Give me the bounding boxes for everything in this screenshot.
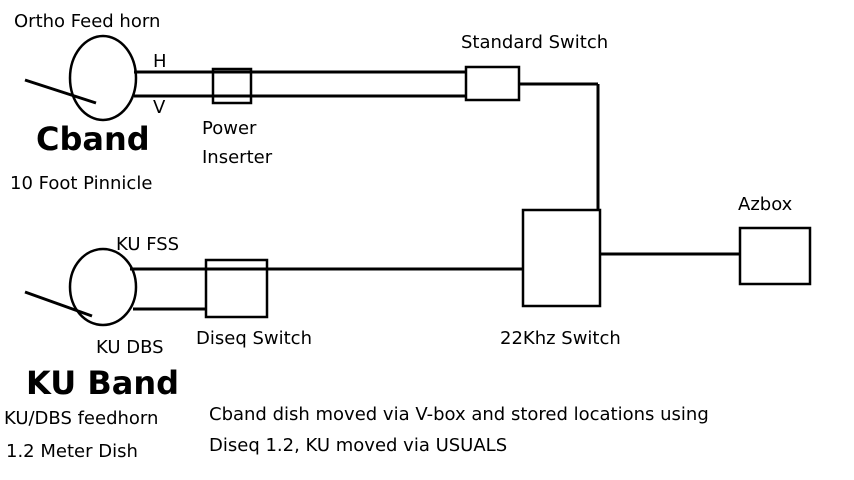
azbox-box <box>738 226 812 286</box>
switch-22khz-box <box>521 208 602 308</box>
switch-22khz-label: 22Khz Switch <box>500 328 621 349</box>
ku-feed-horn <box>68 247 138 327</box>
ten-foot-label: 10 Foot Pinnicle <box>10 173 152 194</box>
h-label: H <box>153 51 167 72</box>
cband-feed-horn <box>68 34 138 122</box>
diseq-switch-box <box>204 258 269 319</box>
ku-dbs-label: KU DBS <box>96 337 164 358</box>
power-inserter-label-2: Inserter <box>202 147 273 168</box>
note-line-1: Cband dish moved via V-box and stored lo… <box>209 404 709 425</box>
dish-size-label: 1.2 Meter Dish <box>6 441 138 462</box>
ortho-feed-horn-label: Ortho Feed horn <box>14 11 160 32</box>
standard-switch-label: Standard Switch <box>461 32 608 53</box>
power-inserter-box <box>211 67 253 105</box>
power-inserter-label-1: Power <box>202 118 257 139</box>
standard-switch-box <box>464 65 521 102</box>
cband-label: Cband <box>36 120 150 158</box>
ku-band-label: KU Band <box>26 364 179 402</box>
v-label: V <box>153 97 166 118</box>
azbox-label: Azbox <box>738 194 793 215</box>
diseq-switch-label: Diseq Switch <box>196 328 312 349</box>
ku-dish-arm <box>24 290 93 318</box>
ku-fss-label: KU FSS <box>116 234 179 255</box>
feedhorn-note-label: KU/DBS feedhorn <box>4 408 158 429</box>
cband-dish-arm <box>24 78 97 105</box>
note-line-2: Diseq 1.2, KU moved via USUALS <box>209 435 507 456</box>
